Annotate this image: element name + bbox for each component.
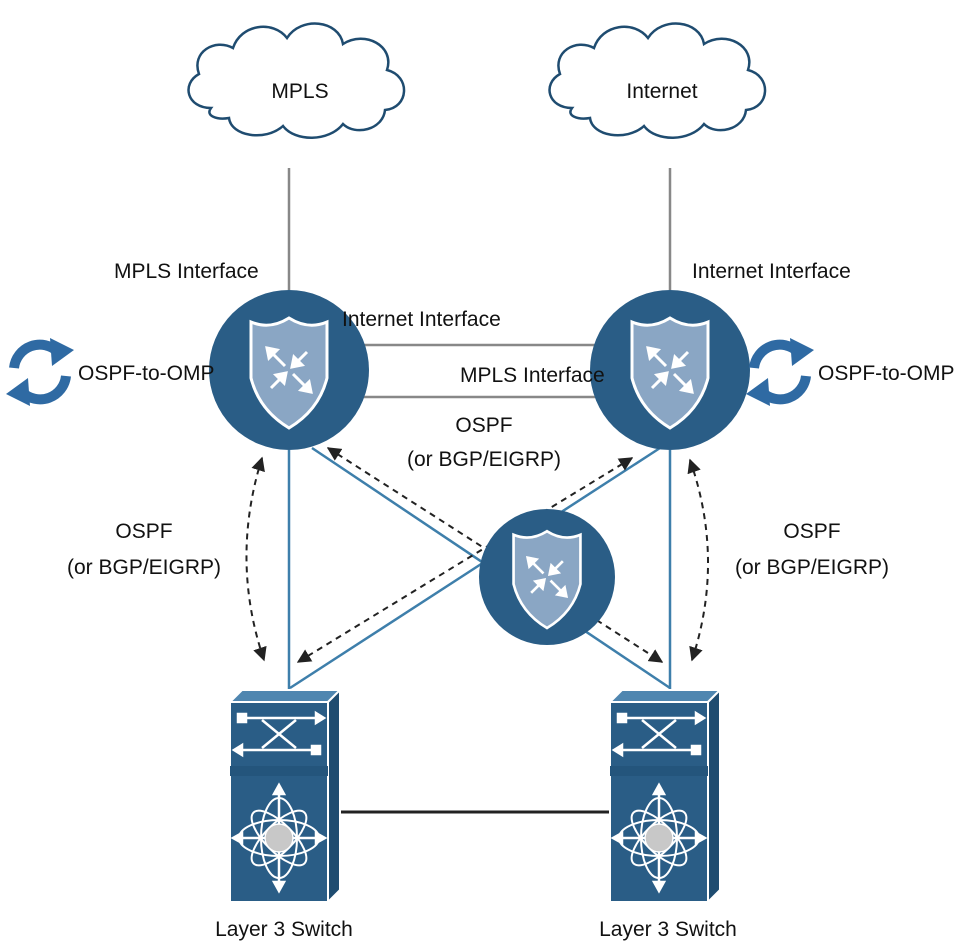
right-redistribution-refresh-icon — [746, 338, 814, 406]
right-redistribution-label: OSPF-to-OMP — [818, 362, 955, 385]
internet-cloud-label: Internet — [626, 80, 697, 103]
right-protocol-line2: (or BGP/EIGRP) — [735, 556, 889, 579]
right-top-interface-label: Internet Interface — [692, 260, 851, 283]
left-redistribution-label: OSPF-to-OMP — [78, 362, 215, 385]
right-edge-router-icon — [590, 290, 750, 450]
center-upper-interface-label: Internet Interface — [342, 308, 501, 331]
left-top-interface-label: MPLS Interface — [114, 260, 259, 283]
center-lower-interface-label: MPLS Interface — [460, 364, 605, 387]
center-protocol-line2: (or BGP/EIGRP) — [407, 448, 561, 471]
left-layer3-switch-icon — [228, 688, 342, 904]
left-protocol-line2: (or BGP/EIGRP) — [67, 556, 221, 579]
peer-left-vertical — [245, 456, 267, 662]
left-edge-router-icon — [209, 290, 369, 450]
right-protocol-line1: OSPF — [783, 520, 840, 543]
center-router-icon — [479, 509, 615, 645]
peer-right-vertical — [687, 458, 709, 662]
left-redistribution-refresh-icon — [6, 338, 74, 406]
mpls-cloud-label: MPLS — [271, 80, 328, 103]
left-switch-label: Layer 3 Switch — [215, 918, 353, 941]
right-switch-label: Layer 3 Switch — [599, 918, 737, 941]
left-protocol-line1: OSPF — [115, 520, 172, 543]
right-layer3-switch-icon — [608, 688, 722, 904]
center-protocol-line1: OSPF — [455, 414, 512, 437]
